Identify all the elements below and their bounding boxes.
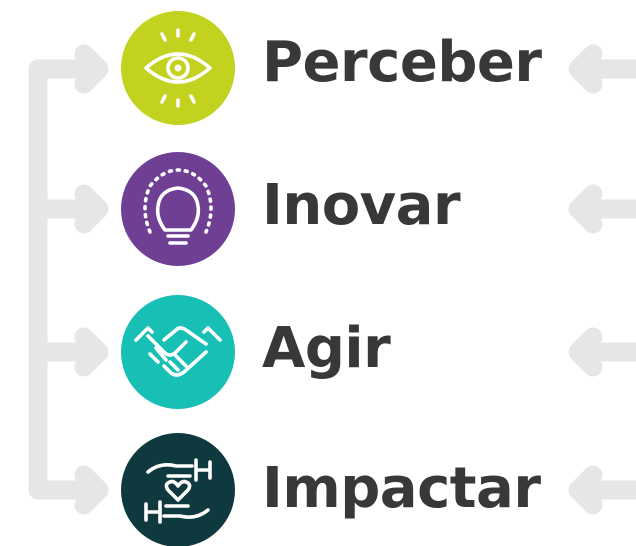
arrow-right-inovar <box>74 184 109 234</box>
step-circle-inovar <box>121 152 235 266</box>
arrow-left-perceber <box>568 44 603 94</box>
left-bracket-line <box>28 59 96 500</box>
eye-icon <box>144 28 212 108</box>
handshake-icon <box>134 326 222 377</box>
step-label-perceber: Perceber <box>262 30 542 95</box>
lightbulb-icon <box>143 168 213 245</box>
arrow-left-impactar <box>568 465 603 515</box>
step-perceber-icon <box>121 11 235 125</box>
arrow-right-impactar <box>74 465 109 515</box>
step-impactar-icon <box>121 433 235 546</box>
arrow-left-agir <box>568 327 603 377</box>
step-label-agir: Agir <box>262 316 391 381</box>
step-label-inovar: Inovar <box>262 173 461 238</box>
arrow-right-perceber <box>74 44 109 94</box>
hands-heart-icon <box>144 458 212 524</box>
arrow-right-agir <box>74 327 109 377</box>
step-label-impactar: Impactar <box>262 456 541 521</box>
step-inovar-icon <box>121 152 235 266</box>
step-agir-icon <box>121 295 235 409</box>
step-circle-impactar <box>121 433 235 546</box>
arrow-left-inovar <box>568 184 603 234</box>
